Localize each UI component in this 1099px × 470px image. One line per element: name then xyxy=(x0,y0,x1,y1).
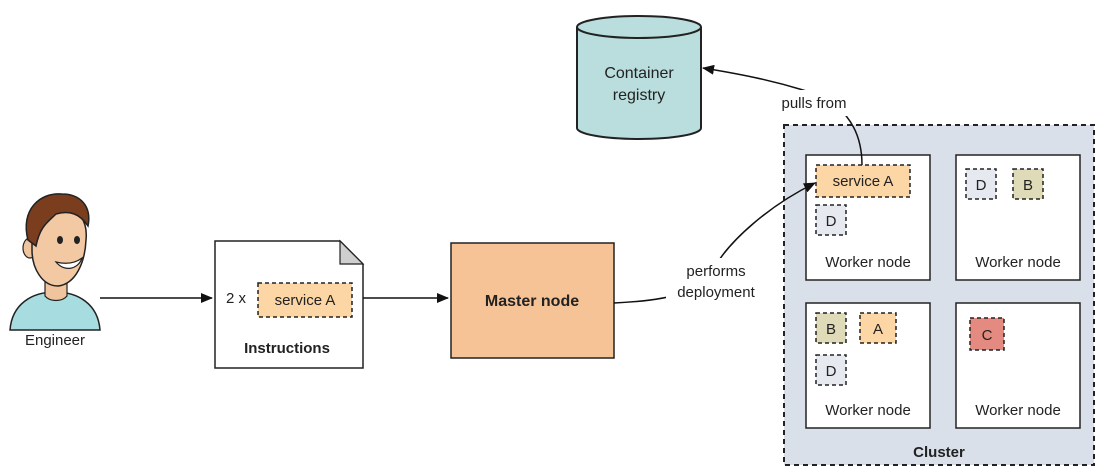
worker-node-2: D B Worker node xyxy=(955,154,1081,281)
instructions-document: 2 x service A Instructions xyxy=(214,239,365,369)
container-registry: Container registry xyxy=(576,15,702,140)
service-label: D xyxy=(976,177,987,194)
service-b-chip xyxy=(1012,168,1044,200)
engineer-label: Engineer xyxy=(25,332,85,349)
service-d-chip xyxy=(815,354,847,386)
pulls-from-label: pulls from xyxy=(781,95,846,112)
master-node-label: Master node xyxy=(485,293,579,310)
pulls-from-label-bg xyxy=(765,90,865,116)
worker-node-4: C Worker node xyxy=(955,302,1081,429)
service-d-chip xyxy=(815,204,847,236)
instructions-title: Instructions xyxy=(244,340,330,357)
registry-label-line1: Container xyxy=(604,65,674,82)
service-label: A xyxy=(873,321,883,338)
worker-node-label: Worker node xyxy=(825,402,911,419)
service-c-chip xyxy=(969,317,1005,351)
worker-node-label: Worker node xyxy=(975,402,1061,419)
service-a-chip xyxy=(815,164,911,198)
service-label: D xyxy=(826,213,837,230)
service-label: B xyxy=(1023,177,1033,194)
cluster-label: Cluster xyxy=(913,444,965,461)
registry-label-line2: registry xyxy=(613,87,665,104)
service-label: D xyxy=(826,363,837,380)
worker-node-label: Worker node xyxy=(825,254,911,271)
worker-node-label: Worker node xyxy=(975,254,1061,271)
service-label: service A xyxy=(833,173,894,190)
instructions-service: service A xyxy=(275,292,336,309)
master-node: Master node xyxy=(450,242,615,359)
performs-label-line2: deployment xyxy=(677,284,755,301)
worker-node-1: service A D Worker node xyxy=(805,154,931,281)
performs-label-line1: performs xyxy=(686,263,745,280)
service-label: B xyxy=(826,321,836,338)
service-a-chip xyxy=(257,282,353,318)
worker-node-3: B A D Worker node xyxy=(805,302,931,429)
service-d-chip xyxy=(965,168,997,200)
engineer-avatar-icon: Engineer xyxy=(9,193,101,349)
service-b-chip xyxy=(815,312,847,344)
performs-label-bg xyxy=(666,258,766,302)
service-label: C xyxy=(982,327,993,344)
instructions-count: 2 x xyxy=(226,290,247,307)
service-a-chip xyxy=(859,312,897,344)
